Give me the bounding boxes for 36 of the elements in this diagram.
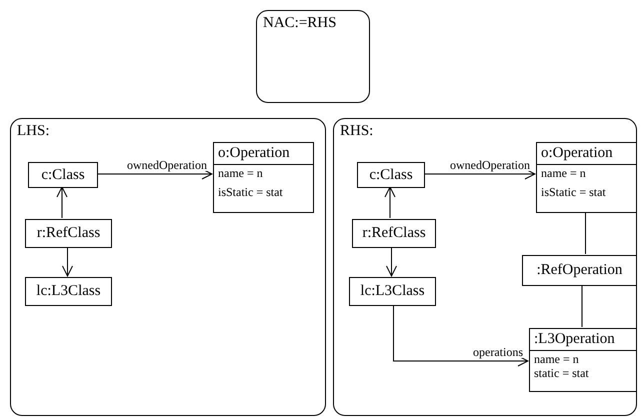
attribute-text: isStatic = stat — [218, 186, 284, 200]
attribute-text: name = n — [218, 167, 264, 180]
object-name: o:Operation — [537, 143, 636, 165]
edge-label: operations — [472, 346, 524, 358]
edge-label: ownedOperation — [126, 159, 208, 171]
arrow — [96, 168, 212, 180]
arrow — [424, 168, 536, 180]
arrow — [393, 304, 528, 366]
object-name: o:Operation — [214, 143, 313, 165]
box-title: NAC:=RHS — [263, 15, 336, 31]
object-box: r:RefClass — [25, 219, 112, 248]
rounded-box — [256, 10, 370, 103]
attribute-text: static = stat — [534, 367, 590, 380]
object-box: c:Class — [28, 162, 98, 188]
attribute-text: name = n — [534, 353, 580, 366]
object-box: c:Class — [357, 162, 425, 188]
arrow — [62, 246, 73, 276]
link-line — [585, 212, 586, 254]
rule-panel — [333, 118, 637, 416]
object-box: lc:L3Class — [349, 277, 436, 306]
rule-panel — [10, 118, 326, 416]
object-box: r:RefClass — [352, 219, 436, 248]
panel-title: RHS: — [340, 123, 374, 139]
edge-label: ownedOperation — [449, 159, 531, 171]
attribute-text: isStatic = stat — [541, 186, 607, 200]
arrow — [386, 246, 397, 276]
object-box — [536, 142, 637, 213]
object-box: lc:L3Class — [25, 277, 112, 306]
arrow — [56, 186, 68, 218]
attribute-text: name = n — [541, 167, 587, 180]
panel-title: LHS: — [17, 123, 50, 139]
object-name: :L3Operation — [530, 329, 636, 351]
object-box: :RefOperation — [522, 255, 637, 286]
object-box — [213, 142, 314, 213]
object-box — [529, 328, 637, 392]
arrow — [384, 186, 396, 218]
